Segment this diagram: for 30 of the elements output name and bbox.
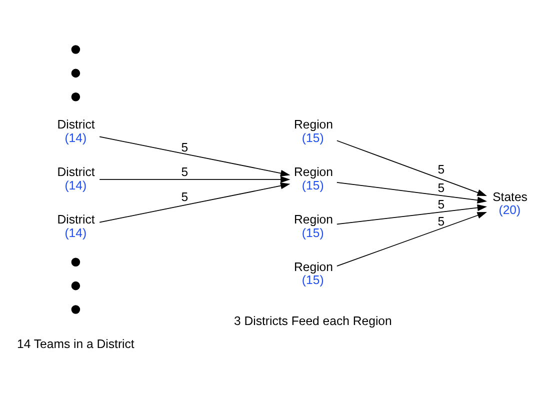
node-text: States (20) [492, 190, 528, 217]
edge-label: 5 [181, 190, 188, 204]
node-circle [71, 45, 80, 54]
node-text: District (14) [57, 118, 95, 145]
label: 14 Teams in a District [17, 336, 134, 351]
label: 3 Districts Feed each Region [234, 314, 392, 328]
arrow [336, 204, 488, 225]
node-text: Region (15) [294, 260, 333, 288]
node-circle [71, 92, 80, 102]
node-text: District (14) [57, 212, 95, 240]
node-text: Region (15) [294, 118, 333, 145]
arrow [99, 136, 290, 177]
edge-label: 5 [438, 162, 445, 177]
node-text: District (14) [57, 165, 95, 192]
arrow [336, 212, 487, 266]
edge-label: 5 [181, 140, 188, 155]
edge-label: 5 [438, 198, 445, 212]
node-circle [71, 258, 80, 266]
node-text: Region (15) [294, 212, 333, 240]
arrow [336, 182, 488, 204]
node-circle [71, 281, 80, 290]
arrow [99, 182, 290, 223]
edge-label: 5 [438, 214, 445, 228]
edge-label: 5 [181, 165, 188, 180]
edge-label: 5 [438, 180, 445, 195]
node-text: Region (15) [294, 165, 333, 192]
node-circle [71, 305, 80, 314]
arrow [336, 140, 487, 196]
node-circle [71, 68, 80, 78]
arrow [99, 176, 290, 183]
